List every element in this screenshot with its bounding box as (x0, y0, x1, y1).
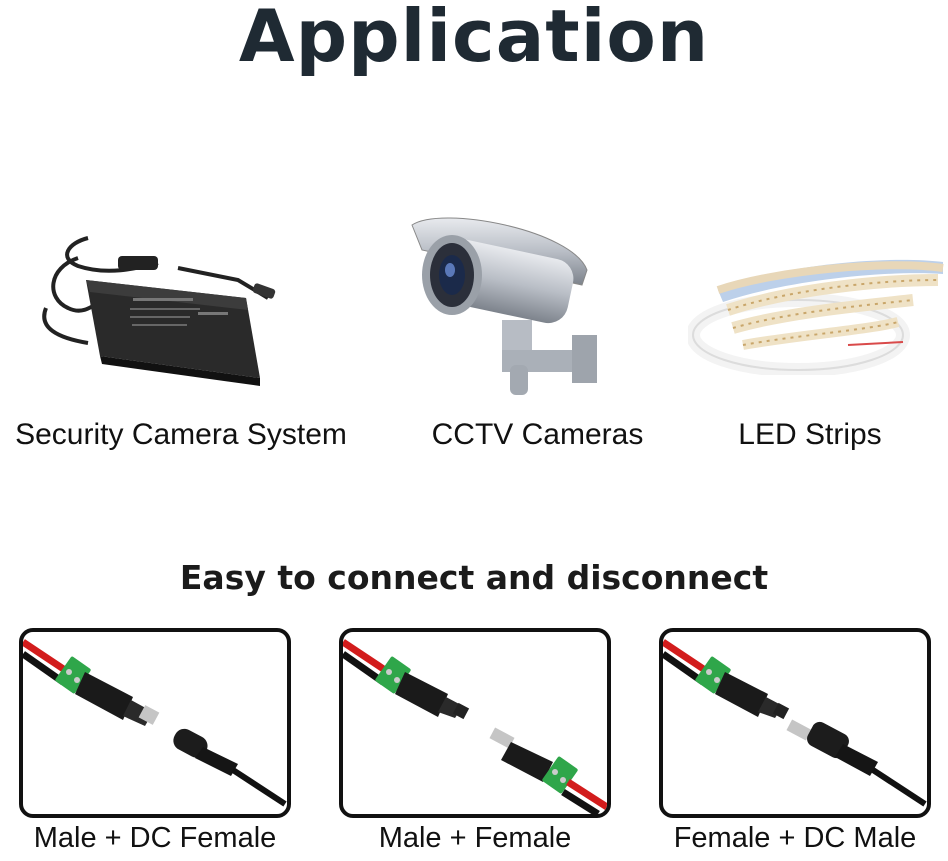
power-adapter-image (38, 228, 278, 398)
led-strip-image (686, 250, 946, 377)
application-label-security-camera: Security Camera System (15, 418, 347, 451)
connector-label-female-dc-male: Female + DC Male (673, 822, 917, 854)
page-title: Application (238, 0, 710, 78)
application-label-led-strips: LED Strips (738, 418, 882, 451)
connector-label-male-female: Male + Female (378, 822, 572, 854)
section-subtitle: Easy to connect and disconnect (179, 558, 769, 597)
connector-panel-female-dc-male (659, 628, 931, 818)
connector-label-male-dc-female: Male + DC Female (33, 822, 277, 854)
cctv-camera-image (402, 210, 602, 405)
connector-panel-male-female (339, 628, 611, 818)
connector-panel-male-dc-female (19, 628, 291, 818)
application-label-cctv: CCTV Cameras (431, 418, 644, 451)
